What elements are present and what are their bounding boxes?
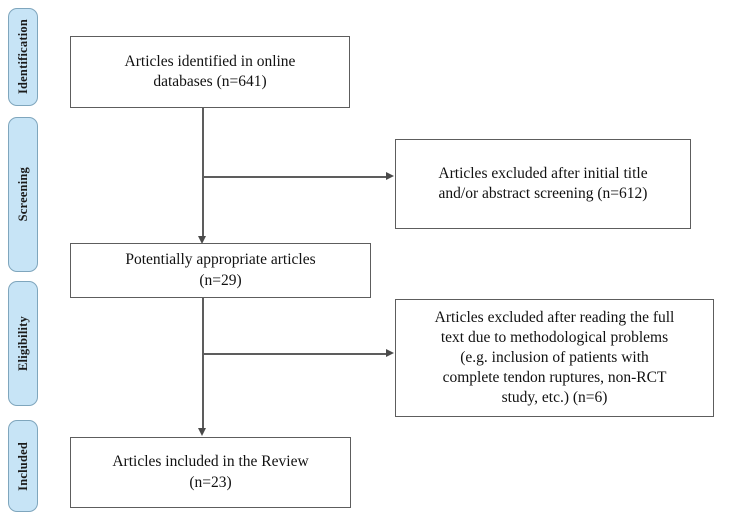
- stage-screening[interactable]: Screening: [8, 117, 38, 272]
- box-articles-excluded-title-abstract-text: Articles excluded after initial title an…: [438, 164, 648, 202]
- box-articles-included-review-text: Articles included in the Review (n=23): [112, 453, 309, 491]
- box-articles-excluded-full-text[interactable]: Articles excluded after reading the full…: [395, 299, 714, 417]
- stage-identification[interactable]: Identification: [8, 8, 38, 106]
- connector-branch-excluded-title-line: [202, 176, 388, 178]
- connector-branch-excluded-fulltext-arrowhead: [386, 349, 394, 357]
- stage-eligibility[interactable]: Eligibility: [8, 281, 38, 406]
- connector-branch-excluded-title-arrowhead: [386, 172, 394, 180]
- box-potentially-appropriate-articles[interactable]: Potentially appropriate articles (n=29): [70, 243, 371, 298]
- connector-branch-excluded-fulltext-line: [202, 353, 388, 355]
- box-articles-included-review[interactable]: Articles included in the Review (n=23): [70, 437, 351, 508]
- connector-potential-to-included-arrowhead: [198, 428, 206, 436]
- box-articles-excluded-full-text-text: Articles excluded after reading the full…: [434, 308, 675, 407]
- stage-included[interactable]: Included: [8, 420, 38, 512]
- stage-included-label: Included: [15, 441, 30, 491]
- box-articles-excluded-title-abstract[interactable]: Articles excluded after initial title an…: [395, 139, 691, 229]
- box-articles-identified[interactable]: Articles identified in online databases …: [70, 36, 350, 108]
- box-articles-identified-text: Articles identified in online databases …: [124, 52, 296, 90]
- connector-identified-to-potential-line: [202, 108, 204, 238]
- stage-identification-label: Identification: [15, 19, 30, 95]
- connector-potential-to-included-line: [202, 298, 204, 430]
- connector-identified-to-potential-arrowhead: [198, 236, 206, 244]
- box-potentially-appropriate-articles-text: Potentially appropriate articles (n=29): [125, 251, 316, 289]
- stage-screening-label: Screening: [15, 167, 30, 222]
- stage-eligibility-label: Eligibility: [15, 316, 30, 371]
